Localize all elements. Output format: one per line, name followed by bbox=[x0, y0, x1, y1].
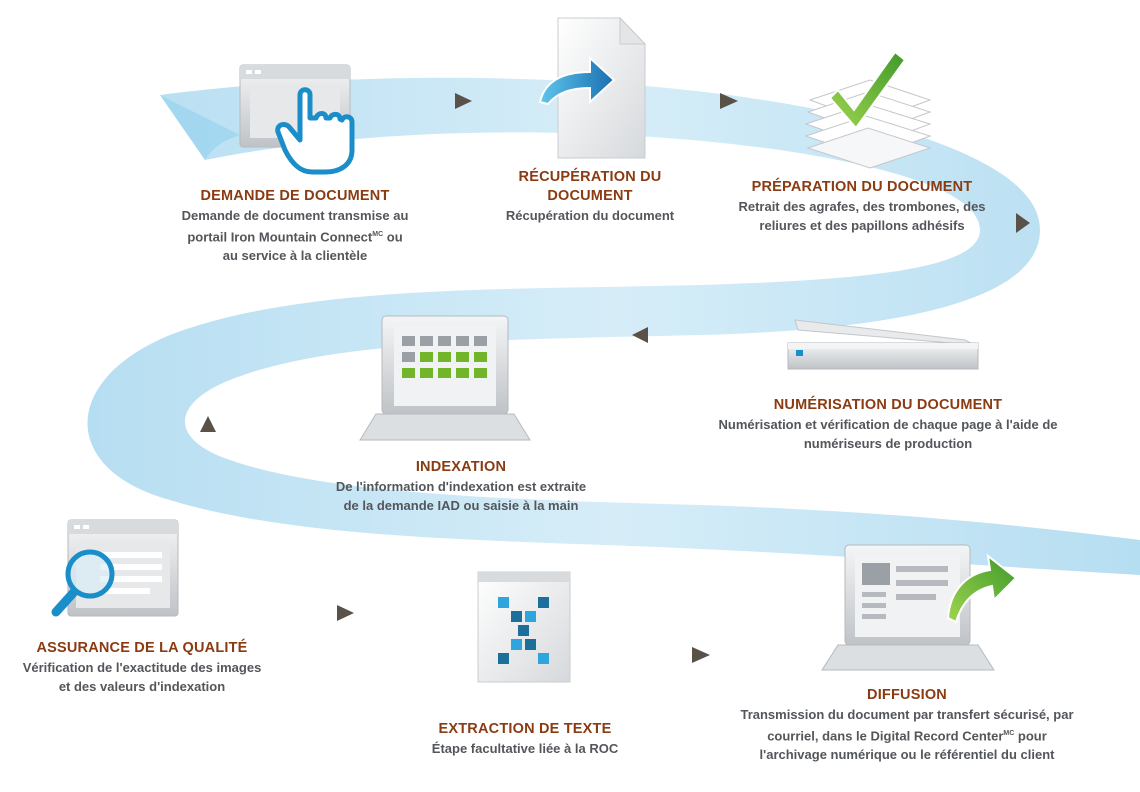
step-title: NUMÉRISATION DU DOCUMENT bbox=[773, 397, 1003, 413]
step-recuperation: RÉCUPÉRATION DU DOCUMENT Récupération du… bbox=[480, 168, 700, 225]
step-description: Étape facultative liée à la ROC bbox=[431, 741, 619, 756]
step-description: Numérisation et vérification de chaque p… bbox=[718, 417, 1058, 451]
step-title: EXTRACTION DE TEXTE bbox=[438, 721, 612, 737]
step-preparation: PRÉPARATION DU DOCUMENT Retrait des agra… bbox=[722, 178, 1002, 235]
step-diffusion: DIFFUSION Transmission du document par t… bbox=[738, 686, 1076, 764]
flow-arrow-5 bbox=[200, 416, 216, 432]
step-title: DEMANDE DE DOCUMENT bbox=[200, 188, 390, 204]
laptop-arrow-icon bbox=[821, 544, 1018, 671]
step-description: Vérification de l'exactitude des images … bbox=[22, 660, 262, 694]
step-description: Transmission du document par transfert s… bbox=[740, 707, 1074, 763]
flow-arrow-6 bbox=[337, 605, 354, 621]
flow-arrow-7 bbox=[692, 647, 710, 663]
step-description: De l'information d'indexation est extrai… bbox=[335, 479, 587, 513]
step-title: INDEXATION bbox=[415, 459, 507, 475]
step-indexation: INDEXATION De l'information d'indexation… bbox=[330, 458, 592, 515]
grid-cells bbox=[402, 336, 487, 378]
step-title: ASSURANCE DE LA QUALITÉ bbox=[36, 640, 248, 656]
step-extraction: EXTRACTION DE TEXTE Étape facultative li… bbox=[390, 720, 660, 758]
step-description: Récupération du document bbox=[505, 208, 675, 223]
step-title: RÉCUPÉRATION DU DOCUMENT bbox=[518, 169, 662, 204]
laptop-grid-icon bbox=[359, 315, 531, 441]
flow-arrows bbox=[200, 93, 1030, 663]
step-demande: DEMANDE DE DOCUMENT Demande de document … bbox=[180, 187, 410, 265]
step-title: DIFFUSION bbox=[867, 687, 947, 703]
browser-hand-pointer-icon bbox=[239, 64, 355, 175]
flow-arrow-3 bbox=[1016, 213, 1030, 233]
step-qualite: ASSURANCE DE LA QUALITÉ Vérification de … bbox=[2, 639, 282, 696]
step-description: Demande de document transmise au portail… bbox=[181, 208, 409, 264]
step-numerisation: NUMÉRISATION DU DOCUMENT Numérisation et… bbox=[708, 396, 1068, 453]
step-title: PRÉPARATION DU DOCUMENT bbox=[751, 179, 973, 195]
ribbon-path bbox=[87, 77, 1140, 575]
flow-arrow-2 bbox=[720, 93, 738, 109]
flow-arrow-1 bbox=[455, 93, 472, 109]
document-arrow-icon bbox=[538, 16, 647, 159]
step-description: Retrait des agrafes, des trombones, des … bbox=[738, 199, 986, 233]
ocr-document-icon bbox=[477, 571, 571, 683]
paper-stack-checkmark-icon bbox=[804, 50, 932, 169]
magnifier-window-icon bbox=[51, 519, 179, 617]
flow-arrow-4 bbox=[632, 327, 648, 343]
scanner-icon bbox=[787, 319, 979, 370]
